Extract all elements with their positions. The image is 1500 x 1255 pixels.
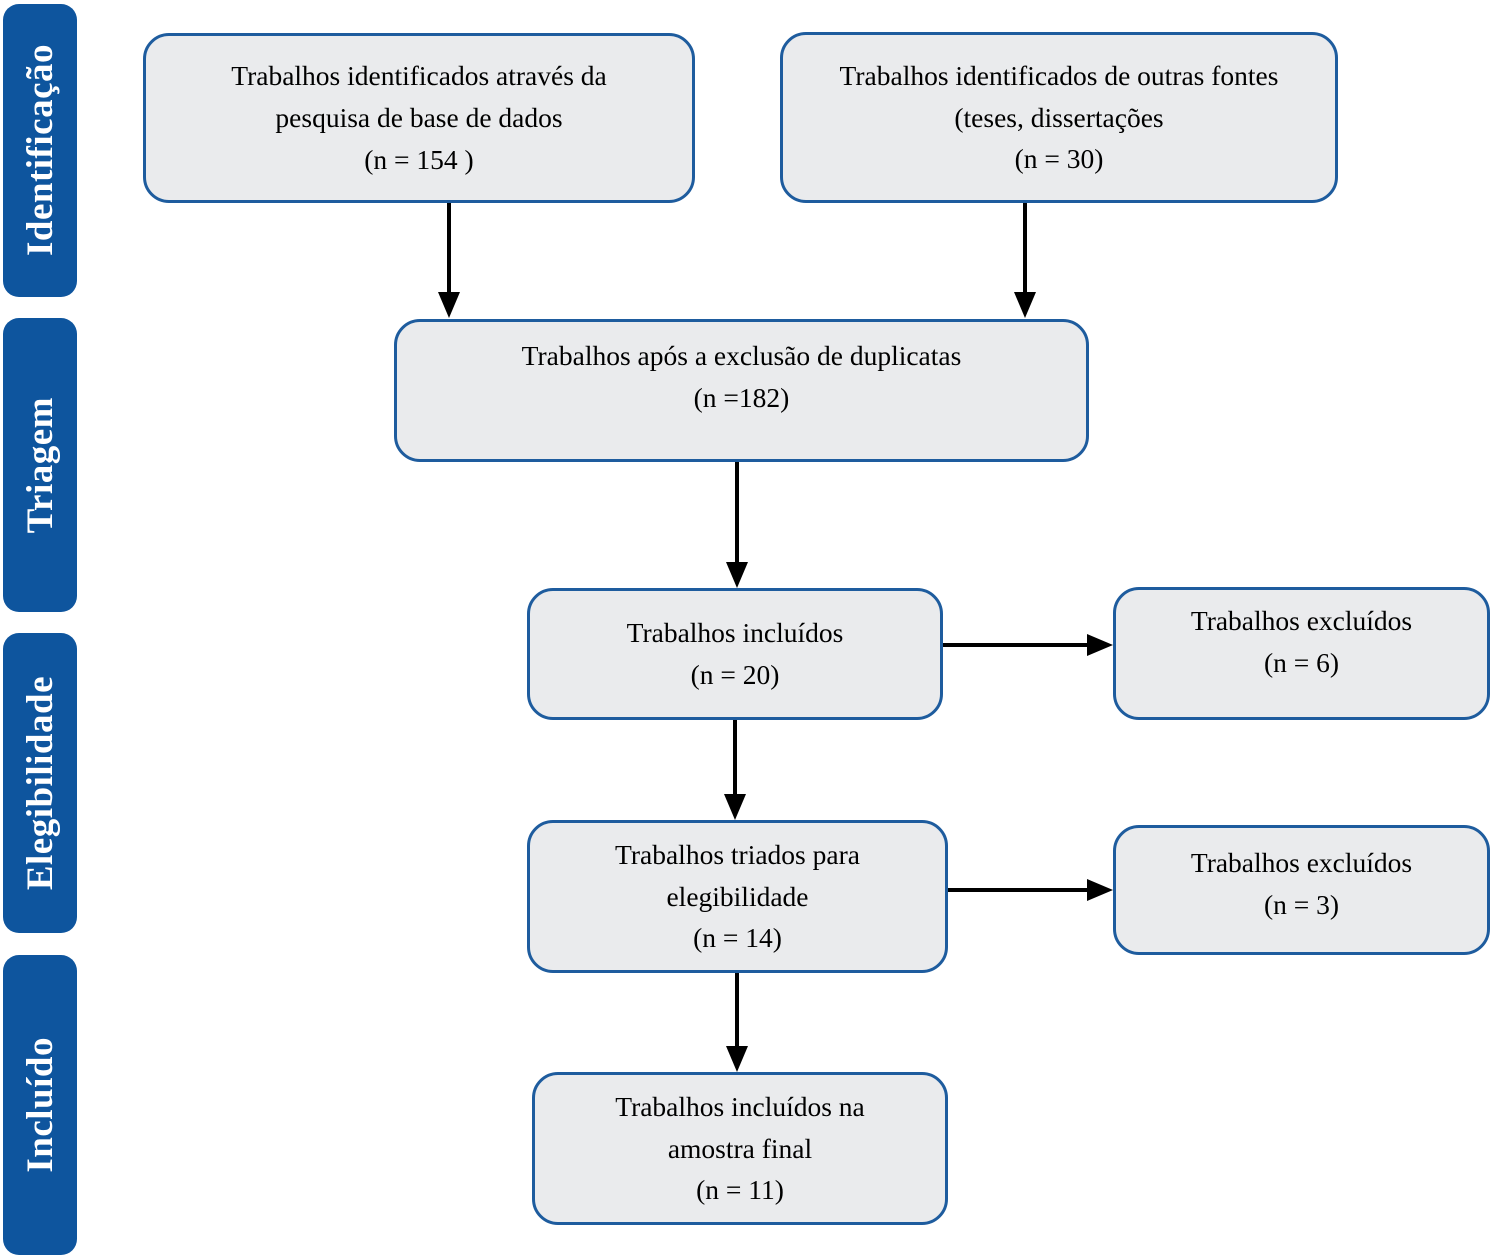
box-line: Trabalhos incluídos [626,617,844,649]
arrow-shaft [943,643,1089,647]
stage-label-incluido: Incluído [19,1037,61,1173]
box-excluded-screening: Trabalhos excluídos (n = 6) [1113,587,1490,720]
arrow-shaft [735,973,739,1048]
stage-bar-triagem: Triagem [3,318,77,612]
arrow-head-icon [724,794,746,820]
box-identified-database-text: Trabalhos identificados através da pesqu… [231,55,606,180]
box-identified-database: Trabalhos identificados através da pesqu… [143,33,695,203]
box-line: Trabalhos triados para [615,838,860,870]
stage-bar-elegibilidade: Elegibilidade [3,633,77,933]
box-after-duplicates-text: Trabalhos após a exclusão de duplicatas … [522,335,962,419]
box-identified-other-sources: Trabalhos identificados de outras fontes… [780,32,1338,203]
box-screened-eligibility: Trabalhos triados para elegibilidade (n … [527,820,948,973]
box-count: (n =182) [693,381,790,413]
box-excluded-screening-text: Trabalhos excluídos (n = 6) [1191,600,1412,684]
box-line: amostra final [667,1132,813,1164]
box-after-duplicates: Trabalhos após a exclusão de duplicatas … [394,319,1089,462]
box-line: elegibilidade [666,880,809,912]
box-included-screening: Trabalhos incluídos (n = 20) [527,588,943,720]
stage-label-identificacao: Identificação [19,44,61,257]
arrow-head-icon [1087,879,1113,901]
box-count: (n = 3) [1263,889,1340,920]
arrow-head-icon [1014,292,1036,318]
box-screened-eligibility-text: Trabalhos triados para elegibilidade (n … [615,834,860,959]
box-line: Trabalhos identificados de outras fontes [839,59,1279,91]
box-line: Trabalhos excluídos [1190,604,1413,636]
arrow-shaft [733,720,737,796]
arrow-head-icon [726,562,748,588]
box-count: (n = 20) [690,659,780,690]
stage-label-elegibilidade: Elegibilidade [19,675,61,891]
arrow-shaft [948,888,1089,892]
box-count: (n = 30) [1014,143,1104,175]
box-count: (n = 11) [696,1174,784,1206]
box-final-sample-text: Trabalhos incluídos na amostra final (n … [615,1086,865,1211]
box-count: (n = 6) [1263,646,1340,678]
stage-bar-incluido: Incluído [3,955,77,1255]
arrow-head-icon [438,292,460,318]
box-final-sample: Trabalhos incluídos na amostra final (n … [532,1072,948,1225]
arrow-head-icon [726,1046,748,1072]
arrow-shaft [447,203,451,294]
box-count: (n = 154 ) [364,143,474,175]
box-included-screening-text: Trabalhos incluídos (n = 20) [627,612,844,696]
box-line: Trabalhos incluídos na [615,1090,865,1122]
stage-bar-identificacao: Identificação [3,4,77,297]
box-line: pesquisa de base de dados [275,102,563,134]
box-line: Trabalhos excluídos [1190,847,1413,879]
box-excluded-eligibility: Trabalhos excluídos (n = 3) [1113,825,1490,955]
arrow-shaft [1023,203,1027,294]
arrow-head-icon [1087,634,1113,656]
box-line: (teses, dissertações [954,101,1164,133]
box-excluded-eligibility-text: Trabalhos excluídos (n = 3) [1191,842,1412,926]
box-line: Trabalhos após a exclusão de duplicatas [521,339,962,371]
box-identified-other-sources-text: Trabalhos identificados de outras fontes… [840,55,1279,180]
arrow-shaft [735,462,739,564]
box-count: (n = 14) [693,922,782,954]
box-line: Trabalhos identificados através da [231,60,607,92]
stage-label-triagem: Triagem [19,396,61,534]
